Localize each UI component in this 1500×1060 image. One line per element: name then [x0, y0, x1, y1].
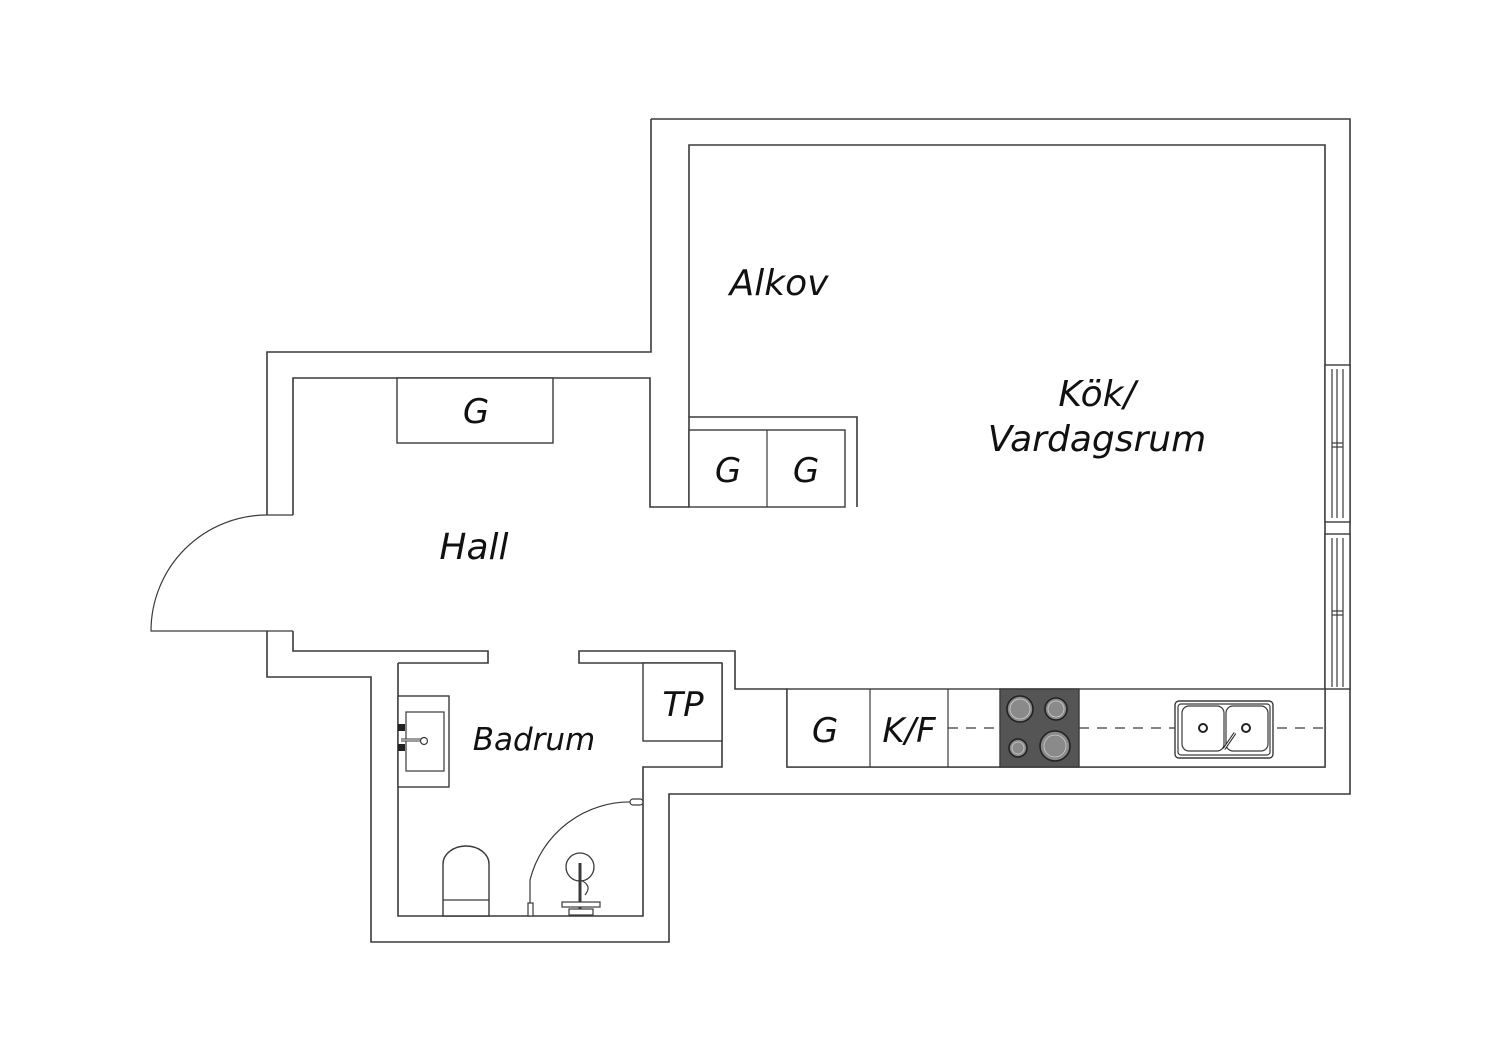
alkov-wardrobe-2-label: G [793, 451, 819, 491]
window-lower [1324, 533, 1351, 690]
hall-wardrobe-label: G [463, 392, 489, 432]
room-label-kitchen-line2: Vardagsrum [988, 419, 1206, 460]
toilet-icon [442, 845, 490, 917]
laundry-unit [642, 662, 723, 742]
room-label-hall: Hall [439, 527, 508, 568]
kitchen-cabinet-label: G [812, 711, 838, 751]
room-label-kitchen-line1: Kök/ [1058, 374, 1139, 415]
inner-wall-bathroom [397, 663, 723, 917]
window-upper [1324, 364, 1351, 523]
kitchen-sink-icon [1174, 700, 1274, 759]
inner-wall-hall [292, 377, 858, 664]
fridge-freezer-label: K/F [882, 711, 936, 751]
room-label-alkov: Alkov [728, 263, 830, 304]
alkov-wardrobe-1-label: G [715, 451, 741, 491]
room-label-badrum: Badrum [473, 722, 596, 758]
laundry-label: TP [662, 685, 704, 725]
washbasin-icon [397, 695, 450, 788]
outer-wall [266, 118, 1351, 943]
shower-icon [527, 798, 644, 917]
hall-wardrobe [396, 377, 554, 444]
entrance-door-swing [150, 514, 293, 632]
hob-icon [999, 688, 1080, 768]
